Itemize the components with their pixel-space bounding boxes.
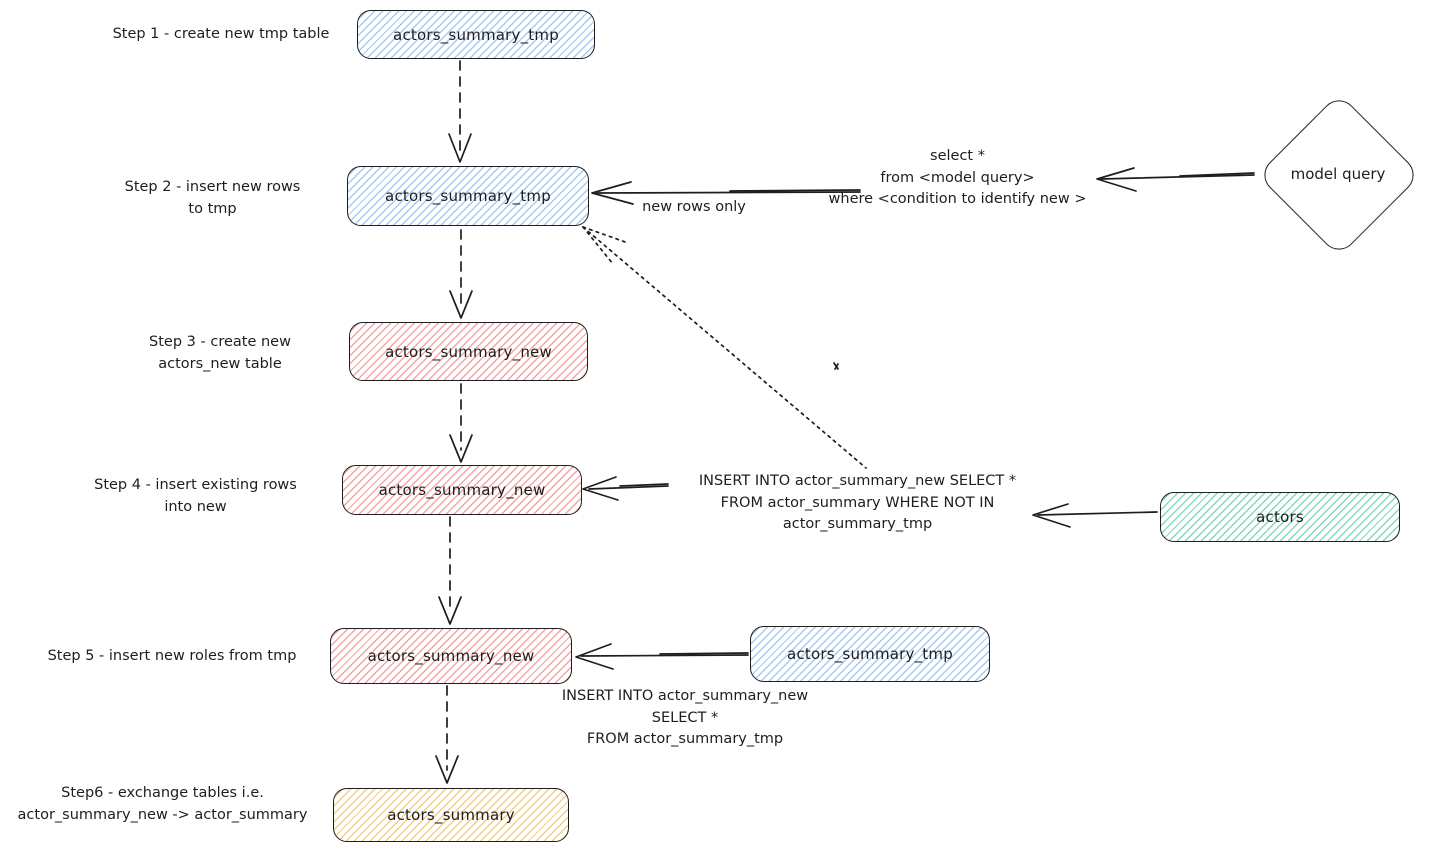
node-actors: actors — [1160, 492, 1400, 542]
dotted-link-insertquery-to-step2 — [582, 226, 867, 469]
node-label: actors_summary_tmp — [393, 25, 559, 44]
stray-mark — [833, 362, 839, 370]
node-label: actors_summary_tmp — [385, 187, 551, 205]
node-label-model-query: model query — [1290, 165, 1386, 183]
node-label: actors_summary_new — [378, 481, 546, 499]
step-label-4: Step 4 - insert existing rows into new — [94, 477, 297, 515]
node-tmp-source-actors-summary-tmp: actors_summary_tmp — [750, 626, 990, 682]
annotation-select-query: select * from <model query> where <condi… — [828, 148, 1087, 207]
step-label-3: Step 3 - create new actors_new table — [149, 334, 291, 372]
node-label: actors_summary — [387, 806, 515, 824]
step-label-6: Step6 - exchange tables i.e. actor_summa… — [17, 785, 308, 823]
node-label: actors_summary_new — [385, 342, 552, 361]
node-label: actors_summary_new — [367, 647, 535, 665]
node-step2-actors-summary-tmp: actors_summary_tmp — [347, 166, 589, 226]
node-step6-actors-summary: actors_summary — [333, 788, 569, 842]
step-label-5: Step 5 - insert new roles from tmp — [47, 648, 297, 664]
arrowhead-step5-step6 — [435, 755, 459, 784]
node-step4-actors-summary-new: actors_summary_new — [342, 465, 582, 515]
arrowhead-step3-step4 — [449, 434, 473, 463]
node-step3-actors-summary-new: actors_summary_new — [349, 322, 588, 381]
arrowhead-step4-step5 — [438, 596, 462, 625]
arrow-modelquery-to-selectquery — [1096, 167, 1255, 192]
arrowhead-step2-step3 — [449, 290, 473, 319]
annotation-insert-from-tmp-query: INSERT INTO actor_summary_new SELECT * F… — [561, 688, 809, 747]
arrowhead-step1-step2 — [448, 133, 472, 163]
arrow-actors-to-insertquery — [1032, 503, 1158, 528]
arrow-tmpsource-to-step5 — [575, 643, 749, 670]
node-step5-actors-summary-new: actors_summary_new — [330, 628, 572, 684]
step-label-2: Step 2 - insert new rows to tmp — [124, 179, 301, 217]
annotation-insert-existing-query: INSERT INTO actor_summary_new SELECT * F… — [698, 473, 1017, 532]
node-label: actors_summary_tmp — [787, 645, 953, 663]
annotation-new-rows-only: new rows only — [642, 199, 746, 215]
arrow-insertquery-to-step4 — [582, 476, 669, 501]
node-label: actors — [1256, 508, 1304, 526]
node-step1-actors-summary-tmp: actors_summary_tmp — [357, 10, 595, 59]
step-label-1: Step 1 - create new tmp table — [112, 26, 330, 42]
